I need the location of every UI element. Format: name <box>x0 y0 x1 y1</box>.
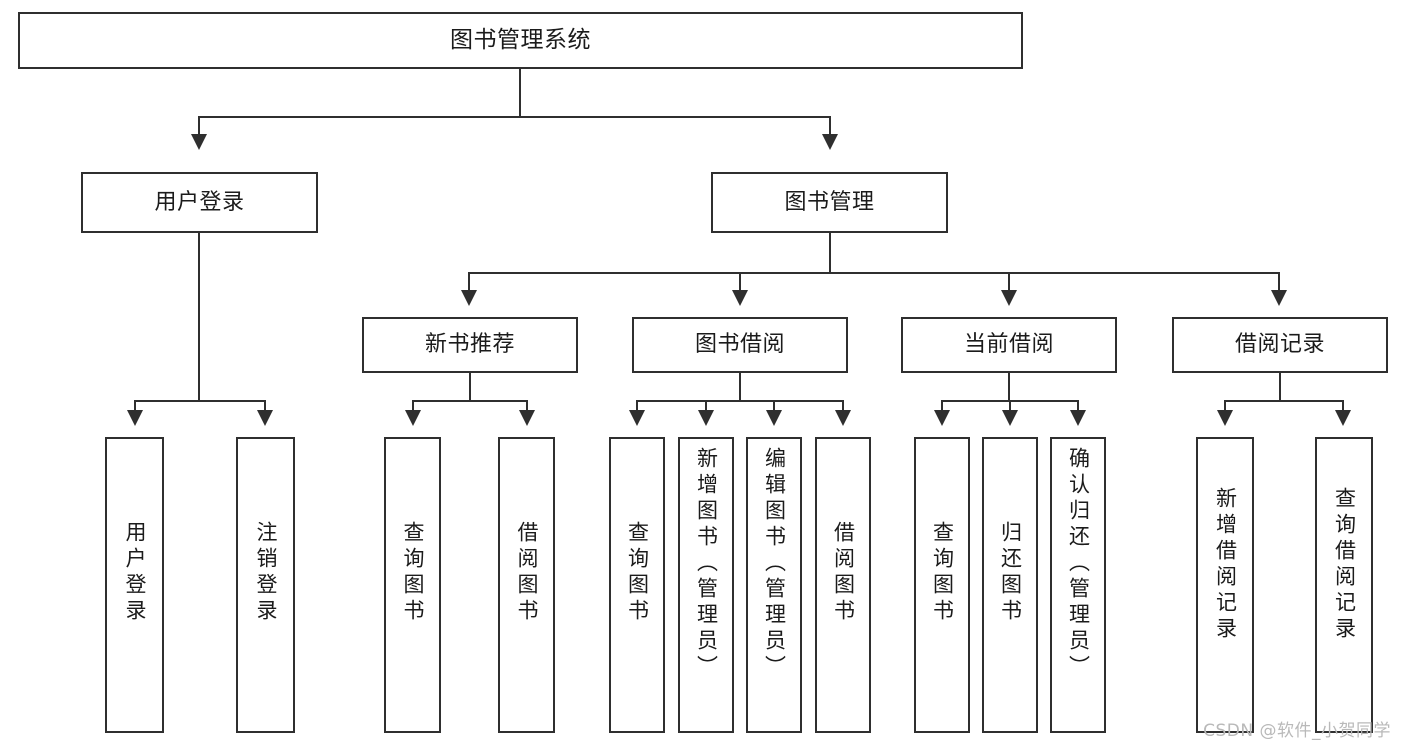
leaf-return-book[interactable]: 归还图书 <box>982 437 1038 733</box>
connector-newbook-stem <box>469 373 471 401</box>
leaf-label: 查询图书 <box>625 521 650 625</box>
connector-newbook-drop-1 <box>412 400 414 412</box>
leaf-confirm-return-admin[interactable]: 确认归还（管理员） <box>1050 437 1106 733</box>
leaf-label: 新增借阅记录 <box>1213 487 1238 643</box>
leaf-label: 查询借阅记录 <box>1332 487 1357 643</box>
arrow-bookborrow-leaf-2 <box>698 410 714 426</box>
arrow-bookmgmt-to-current <box>1001 290 1017 306</box>
connector-records-bus <box>1224 400 1344 402</box>
watermark-text: CSDN @软件_小贺同学 <box>1203 721 1391 741</box>
leaf-label: 注销登录 <box>254 521 278 625</box>
connector-root-drop-1 <box>198 116 200 136</box>
connector-bookborrow-drop-3 <box>773 400 775 412</box>
node-book-management[interactable]: 图书管理 <box>711 172 948 233</box>
leaf-query-borrow-record[interactable]: 查询借阅记录 <box>1315 437 1373 733</box>
leaf-add-borrow-record[interactable]: 新增借阅记录 <box>1196 437 1254 733</box>
leaf-label: 借阅图书 <box>515 521 539 625</box>
connector-currentborrow-stem <box>1008 373 1010 401</box>
arrow-bookmgmt-to-borrow <box>732 290 748 306</box>
connector-newbook-drop-2 <box>526 400 528 412</box>
node-label: 图书管理 <box>784 189 875 215</box>
node-borrow-records[interactable]: 借阅记录 <box>1172 317 1388 373</box>
leaf-borrow-book[interactable]: 借阅图书 <box>815 437 871 733</box>
arrow-bookborrow-leaf-3 <box>766 410 782 426</box>
leaf-label: 确认归还（管理员） <box>1066 447 1091 681</box>
connector-bookborrow-drop-2 <box>705 400 707 412</box>
connector-bookborrow-drop-4 <box>842 400 844 412</box>
arrow-root-to-user-login <box>191 134 207 150</box>
node-label: 借阅记录 <box>1234 332 1325 358</box>
node-current-borrow[interactable]: 当前借阅 <box>901 317 1117 373</box>
connector-bookmgmt-drop-1 <box>468 272 470 292</box>
leaf-label: 用户登录 <box>123 521 147 625</box>
leaf-add-book-admin[interactable]: 新增图书（管理员） <box>678 437 734 733</box>
arrow-bookborrow-leaf-4 <box>835 410 851 426</box>
arrow-currentborrow-leaf-3 <box>1070 410 1086 426</box>
connector-root-stem <box>519 69 521 117</box>
connector-userlogin-drop-2 <box>264 400 266 412</box>
node-book-borrow[interactable]: 图书借阅 <box>632 317 848 373</box>
connector-bookmgmt-drop-3 <box>1008 272 1010 292</box>
leaf-label: 归还图书 <box>998 521 1023 625</box>
leaf-label: 查询图书 <box>930 521 955 625</box>
node-label: 当前借阅 <box>963 332 1054 358</box>
node-new-book-recommend[interactable]: 新书推荐 <box>362 317 578 373</box>
arrow-userlogin-leaf-2 <box>257 410 273 426</box>
connector-bookborrow-stem <box>739 373 741 401</box>
connector-currentborrow-drop-1 <box>941 400 943 412</box>
connector-records-drop-2 <box>1342 400 1344 412</box>
connector-bookmgmt-bus <box>468 272 1280 274</box>
leaf-query-book-current[interactable]: 查询图书 <box>914 437 970 733</box>
connector-root-bus <box>198 116 830 118</box>
arrow-currentborrow-leaf-1 <box>934 410 950 426</box>
leaf-label: 借阅图书 <box>831 521 856 625</box>
leaf-query-book-recommend[interactable]: 查询图书 <box>384 437 441 733</box>
leaf-label: 编辑图书（管理员） <box>762 447 787 681</box>
connector-records-drop-1 <box>1224 400 1226 412</box>
connector-userlogin-stem <box>198 233 200 401</box>
connector-bookmgmt-drop-2 <box>739 272 741 292</box>
connector-currentborrow-drop-2 <box>1009 400 1011 412</box>
arrow-records-leaf-2 <box>1335 410 1351 426</box>
leaf-label: 新增图书（管理员） <box>694 447 719 681</box>
connector-bookmgmt-stem <box>829 233 831 273</box>
connector-bookmgmt-drop-4 <box>1278 272 1280 292</box>
connector-userlogin-drop-1 <box>134 400 136 412</box>
arrow-bookmgmt-to-records <box>1271 290 1287 306</box>
connector-currentborrow-drop-3 <box>1077 400 1079 412</box>
node-label: 新书推荐 <box>424 332 515 358</box>
arrow-currentborrow-leaf-2 <box>1002 410 1018 426</box>
arrow-root-to-book-mgmt <box>822 134 838 150</box>
node-label: 用户登录 <box>154 189 245 215</box>
connector-root-drop-2 <box>829 116 831 136</box>
leaf-label: 查询图书 <box>401 521 425 625</box>
arrow-bookborrow-leaf-1 <box>629 410 645 426</box>
node-label: 图书管理系统 <box>450 26 591 53</box>
connector-newbook-bus <box>412 400 528 402</box>
connector-userlogin-bus <box>134 400 266 402</box>
node-root-system[interactable]: 图书管理系统 <box>18 12 1023 69</box>
connector-bookborrow-bus <box>636 400 844 402</box>
leaf-borrow-book-recommend[interactable]: 借阅图书 <box>498 437 555 733</box>
connector-records-stem <box>1279 373 1281 401</box>
node-user-login[interactable]: 用户登录 <box>81 172 318 233</box>
arrow-userlogin-leaf-1 <box>127 410 143 426</box>
leaf-query-book-borrow[interactable]: 查询图书 <box>609 437 665 733</box>
leaf-logout[interactable]: 注销登录 <box>236 437 295 733</box>
arrow-bookmgmt-to-new-book <box>461 290 477 306</box>
arrow-newbook-leaf-1 <box>405 410 421 426</box>
leaf-edit-book-admin[interactable]: 编辑图书（管理员） <box>746 437 802 733</box>
arrow-newbook-leaf-2 <box>519 410 535 426</box>
connector-bookborrow-drop-1 <box>636 400 638 412</box>
node-label: 图书借阅 <box>694 332 785 358</box>
arrow-records-leaf-1 <box>1217 410 1233 426</box>
leaf-user-login[interactable]: 用户登录 <box>105 437 164 733</box>
